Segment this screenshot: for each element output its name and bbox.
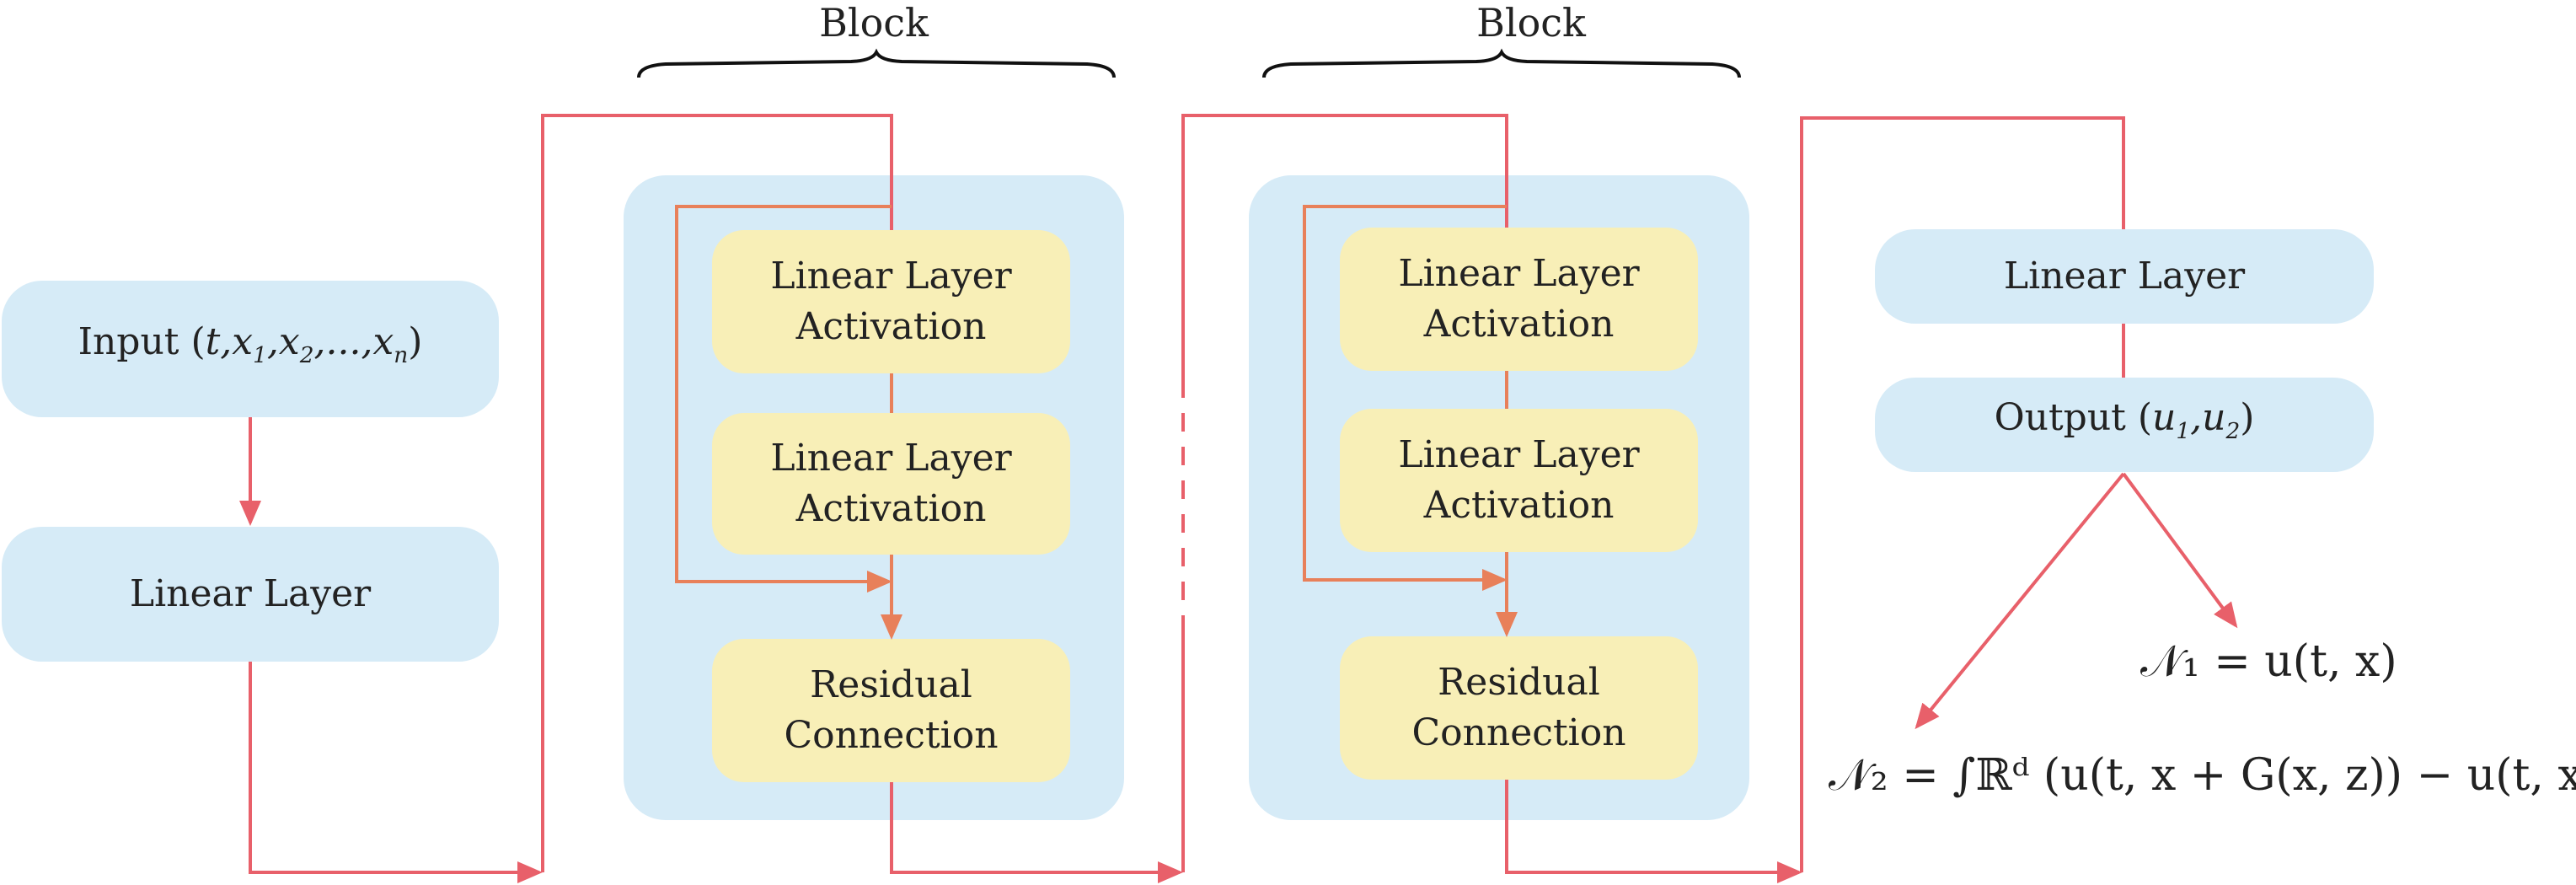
output-label: Output (u1,u2) (1994, 396, 2255, 444)
edge-into-output (1800, 116, 2125, 872)
edge-block2-to-output (1505, 780, 1802, 883)
formula-n1: 𝒩₁ = u(t, x) (2140, 636, 2397, 687)
edge-block1-to-block2 (890, 782, 1183, 883)
output-linear-layer-node: Linear Layer (1875, 229, 2374, 324)
block2-skip (1303, 205, 1508, 591)
brace-2 (1262, 48, 1741, 78)
block-label-2: Block (1476, 0, 1586, 46)
linear-layer-node: Linear Layer (2, 527, 499, 662)
edge-into-block2-top (1181, 114, 1508, 379)
edge-into-block1 (541, 114, 893, 872)
edge-output-to-n2 (1915, 472, 2125, 730)
input-label: Input (t,x1,x2,...,xn) (78, 320, 423, 368)
edge-output-to-n1 (2122, 472, 2238, 629)
output-node: Output (u1,u2) (1875, 378, 2374, 472)
input-node: Input (t,x1,x2,...,xn) (2, 281, 499, 417)
block-label-1: Block (819, 0, 929, 46)
formula-n2: 𝒩₂ = ∫ℝᵈ (u(t, x + G(x, z)) − u(t, x))dz (1829, 750, 2576, 801)
block1-skip (675, 205, 892, 593)
brace-1 (637, 48, 1116, 78)
edge-linear-to-block1 (249, 662, 543, 883)
